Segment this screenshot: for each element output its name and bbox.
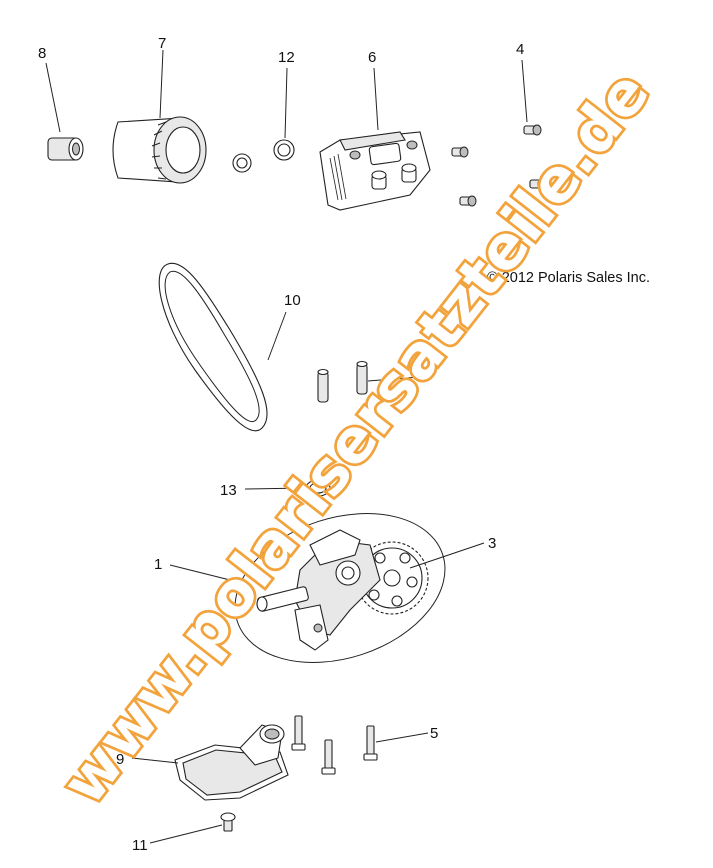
leader-10 — [267, 311, 287, 361]
callout-11: 11 — [132, 837, 148, 854]
part-1-oil-pump — [256, 529, 381, 651]
part-4-screw — [523, 124, 542, 136]
leader-4 — [521, 59, 528, 123]
leader-1 — [169, 564, 251, 586]
part-10-belt — [158, 262, 268, 432]
leader-8 — [45, 62, 61, 133]
leader-9 — [131, 757, 179, 764]
leader-13 — [244, 487, 307, 490]
callout-2: 2 — [419, 368, 427, 385]
leader-3 — [409, 542, 485, 569]
part-2-dowel-pins — [317, 360, 368, 403]
assembly-outline — [234, 513, 446, 663]
part-9-oil-pickup — [174, 724, 289, 801]
callout-6: 6 — [368, 49, 376, 66]
part-13-o-ring — [305, 479, 331, 497]
copyright-text: © 2012 Polaris Sales Inc. — [487, 270, 650, 286]
callout-9: 9 — [116, 751, 124, 768]
part-8-sleeve — [47, 137, 84, 161]
callout-10: 10 — [284, 292, 301, 309]
leader-12 — [284, 67, 288, 139]
cooler-fittings — [451, 146, 547, 207]
callout-4: 4 — [516, 41, 524, 58]
callout-1: 1 — [154, 556, 162, 573]
part-12-o-ring — [273, 139, 295, 161]
part-11-screw — [220, 812, 236, 832]
callout-5: 5 — [430, 725, 438, 742]
leader-2 — [367, 376, 421, 382]
leader-5 — [375, 732, 429, 743]
part-6-oil-cooler — [319, 131, 431, 211]
leader-6 — [373, 67, 379, 131]
leader-7 — [159, 49, 164, 119]
callout-8: 8 — [38, 45, 46, 62]
callout-12: 12 — [278, 49, 295, 66]
callout-3: 3 — [488, 535, 496, 552]
callout-7: 7 — [158, 35, 166, 52]
part-7-oil-filter — [112, 116, 207, 184]
callout-13: 13 — [220, 482, 237, 499]
washer — [232, 153, 252, 173]
part-5-bolts — [291, 715, 378, 775]
leader-11 — [149, 824, 223, 844]
